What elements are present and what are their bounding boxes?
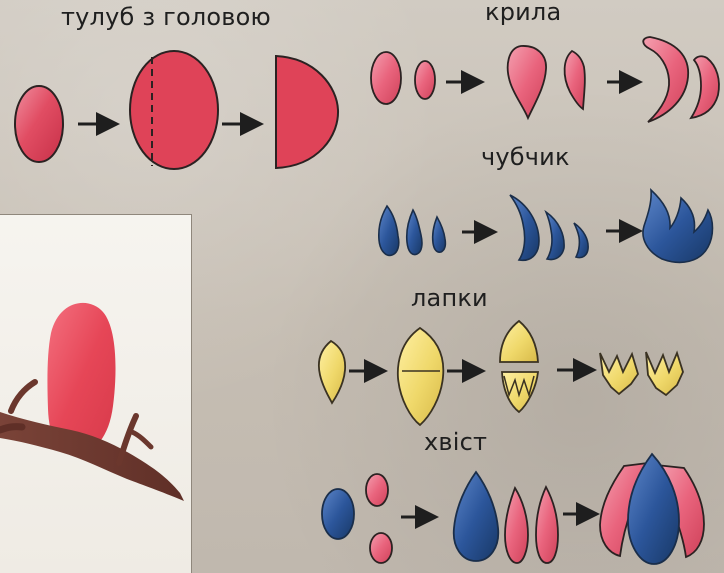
tail-red-oval-top: [366, 474, 388, 506]
body-half-shape: [276, 56, 338, 168]
feet-start-drop: [319, 341, 345, 403]
crest-drop-3: [433, 217, 446, 252]
tail-blue-oval: [322, 489, 354, 539]
crest-curled-2: [546, 212, 564, 260]
photo-panel: [0, 214, 192, 573]
crest-curled-1: [510, 195, 539, 260]
tail-red-oval-bottom: [370, 533, 392, 563]
branch-twig: [0, 427, 22, 430]
body-start-oval: [15, 86, 63, 162]
tail-red-drop-left: [505, 488, 528, 563]
bird-photo: [0, 215, 192, 573]
foot-shaped-right: [646, 352, 683, 395]
feet-mid-drop: [398, 328, 443, 425]
wing-teardrop-large: [508, 46, 546, 118]
wing-large-oval: [371, 52, 401, 104]
foot-shaped-left: [600, 353, 638, 394]
tail-red-drop-right: [536, 487, 558, 563]
wing-shaped-right: [691, 56, 719, 118]
crest-assembled: [643, 190, 713, 262]
wing-shaped-left: [643, 37, 688, 122]
feet-top-half: [500, 321, 538, 362]
wing-small-oval: [415, 61, 435, 99]
tail-blue-drop: [454, 472, 499, 561]
crest-drop-1: [379, 206, 399, 255]
crest-drop-2: [407, 210, 422, 255]
body-mid-oval: [130, 51, 218, 169]
crest-curled-3: [574, 223, 588, 258]
wing-teardrop-small: [565, 51, 585, 109]
